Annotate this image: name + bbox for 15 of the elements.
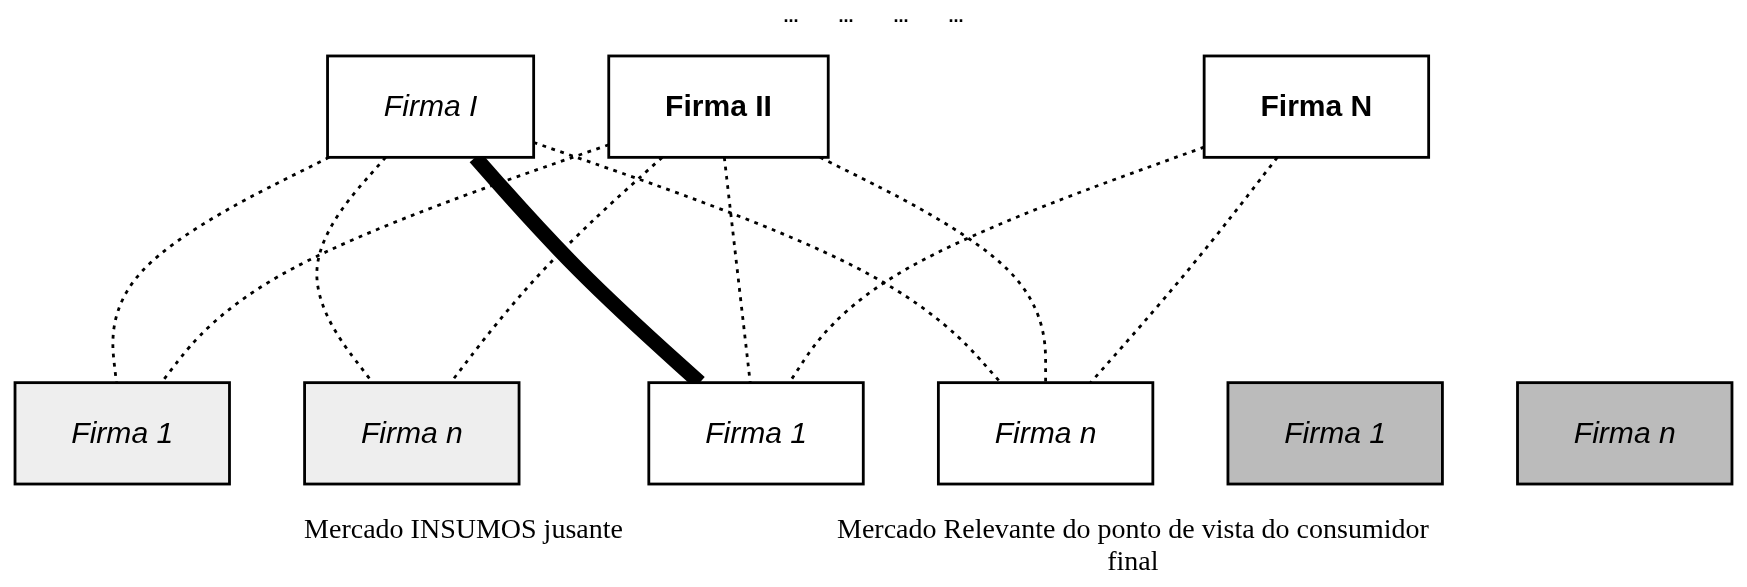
node-box: Firma n: [936, 381, 1155, 486]
node-box: Firma 1: [647, 381, 865, 486]
ellipsis-label: ...: [783, 6, 799, 27]
node-box: Firma N: [1202, 54, 1431, 159]
market-caption: Mercado Relevante do ponto de vista do consumidor final: [836, 513, 1430, 577]
ellipsis-label: ...: [893, 6, 909, 27]
node-box: Firma n: [303, 381, 521, 486]
ellipsis-label: ...: [838, 6, 854, 27]
ellipsis-label: ...: [948, 6, 964, 27]
node-box: Firma 1: [13, 381, 231, 486]
node-box: Firma n: [1516, 381, 1734, 486]
market-caption: Mercado INSUMOS jusante: [304, 513, 623, 546]
node-box: Firma I: [326, 54, 536, 159]
node-box: Firma 1: [1226, 381, 1444, 486]
node-box: Firma II: [607, 54, 830, 159]
